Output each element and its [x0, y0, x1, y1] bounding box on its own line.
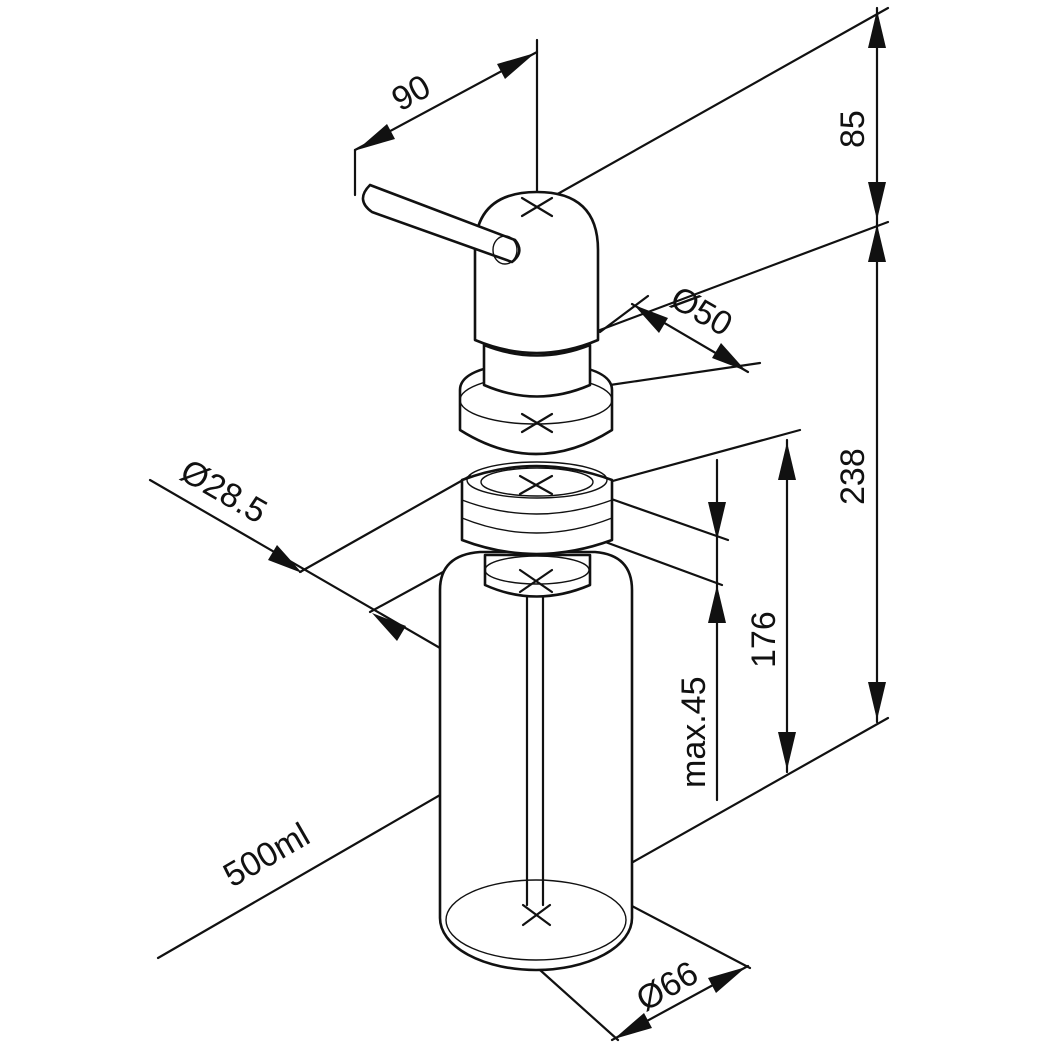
max-counter-thickness-label: max.45	[675, 677, 713, 789]
thread-diameter-dimension-line	[148, 478, 442, 650]
bottle-neck	[483, 553, 592, 598]
spout	[361, 183, 521, 265]
dispenser	[361, 183, 634, 972]
dimension-lines	[148, 6, 890, 1042]
volume-leader-line	[156, 763, 494, 960]
bottle-volume-label: 500ml	[217, 816, 316, 895]
total-height-label: 238	[834, 448, 872, 505]
head-diameter-label: Ø50	[664, 279, 739, 344]
head-height-label: 85	[834, 110, 872, 148]
bottle-height-label: 176	[745, 611, 783, 668]
pump-head	[473, 190, 600, 398]
bottle	[438, 550, 634, 972]
thread-diameter-label: Ø28.5	[174, 452, 273, 531]
mounting-nut	[460, 461, 614, 556]
